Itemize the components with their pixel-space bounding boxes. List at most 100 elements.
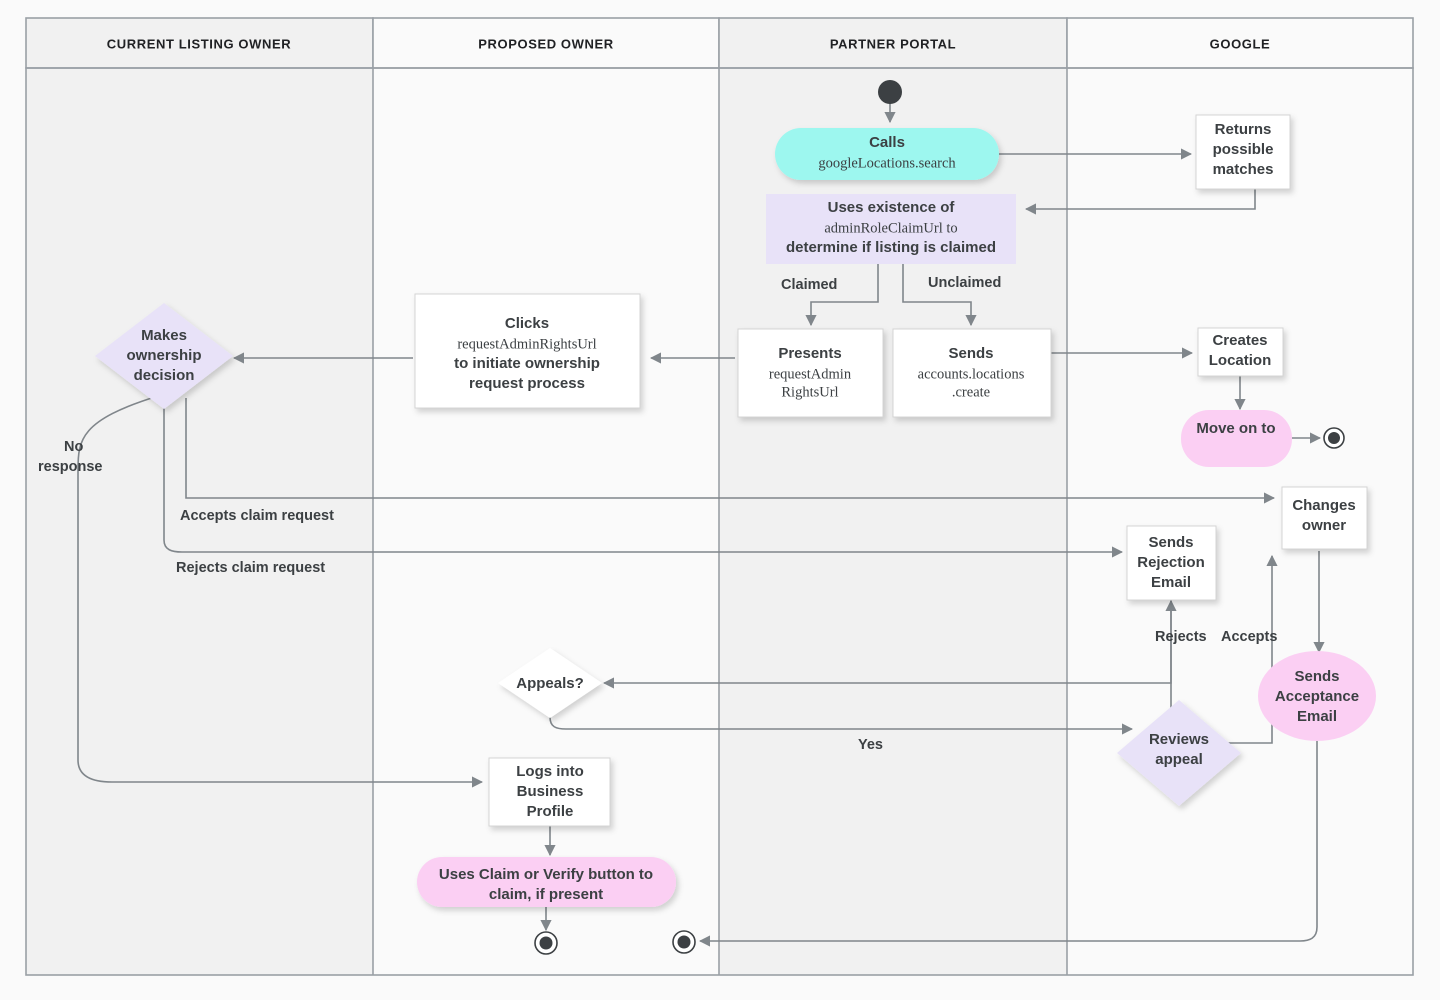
conn-acceptanceemail-to-end — [698, 737, 1318, 947]
lane-title-proposed-owner: PROPOSED OWNER — [478, 36, 614, 51]
node-logs-into-profile-line-1: Business — [517, 783, 584, 800]
node-uses-existence-line-2: determine if listing is claimed — [786, 239, 996, 256]
node-makes-decision[interactable] — [95, 303, 233, 409]
connectors — [77, 100, 1325, 947]
node-sends-create-shape — [892, 328, 1052, 418]
node-returns-matches-line-2: matches — [1213, 161, 1274, 178]
node-changes-owner-line-1: owner — [1302, 517, 1346, 534]
conn-decision-noresponse-to-logs — [77, 395, 484, 788]
node-returns-matches[interactable] — [1195, 114, 1291, 190]
node-sends-rejection-line-2: Email — [1151, 574, 1191, 591]
node-creates-location[interactable] — [1197, 327, 1284, 377]
node-reviews-appeal[interactable] — [1117, 700, 1241, 806]
edge-labels: Claimed Unclaimed No response Accepts cl… — [38, 275, 1277, 753]
end-terminator-dot-proposed — [539, 936, 553, 950]
node-calls-search[interactable] — [775, 128, 999, 180]
edge-label-rejects: Rejects — [1155, 629, 1207, 645]
edge-label-no: No — [64, 439, 83, 455]
node-calls-search-line-0: Calls — [869, 134, 905, 151]
node-end-partner-1[interactable] — [672, 930, 696, 954]
conn-decision-accepts-to-changesowner — [185, 398, 1276, 504]
node-uses-claim-verify[interactable] — [417, 857, 676, 907]
lane-backgrounds — [26, 68, 1413, 975]
node-clicks-url-line-0: Clicks — [505, 315, 549, 332]
node-returns-matches-shape — [1195, 114, 1291, 190]
node-changes-owner-line-0: Changes — [1292, 497, 1355, 514]
node-sends-rejection-line-1: Rejection — [1137, 554, 1205, 571]
node-uses-claim-verify-line-0: Uses Claim or Verify button to — [439, 866, 653, 883]
node-end-proposed-1[interactable] — [534, 931, 558, 955]
edge-label-rejects-claim: Rejects claim request — [176, 560, 325, 576]
node-sends-rejection-line-0: Sends — [1148, 534, 1193, 551]
node-reviews-appeal-line-1: appeal — [1155, 751, 1203, 768]
node-clicks-url-line-2: to initiate ownership — [454, 355, 600, 372]
node-returns-matches-line-0: Returns — [1215, 121, 1272, 138]
node-presents-url-shape — [737, 328, 884, 418]
edge-label-accepts-claim: Accepts claim request — [180, 508, 334, 524]
node-appeals-shape — [498, 648, 602, 718]
node-changes-owner-shape — [1281, 486, 1368, 550]
lane-header-partner-portal — [718, 17, 1068, 69]
node-sends-rejection[interactable] — [1126, 525, 1217, 601]
conn-reviews-accepts-to-changesowner — [1210, 554, 1278, 744]
node-calls-search-line-1: googleLocations.search — [818, 155, 956, 171]
node-presents-url-line-2: RightsUrl — [781, 384, 838, 400]
node-clicks-url[interactable] — [414, 293, 641, 409]
node-clicks-url-shape — [414, 293, 641, 409]
lane-dividers — [25, 67, 1414, 976]
node-sends-create-line-2: .create — [952, 384, 990, 400]
node-appeals[interactable] — [498, 648, 602, 718]
node-move-on-to-line-0: Move on to — [1196, 420, 1275, 437]
start-terminator-icon — [878, 80, 902, 104]
node-makes-decision-line-1: ownership — [126, 347, 201, 364]
node-creates-location-line-1: Location — [1209, 352, 1272, 369]
node-uses-claim-verify-line-1: claim, if present — [489, 886, 603, 903]
node-clicks-url-line-3: request process — [469, 375, 585, 392]
node-uses-existence-line-0: Uses existence of — [828, 199, 956, 216]
lane-header-google — [1066, 17, 1414, 69]
node-uses-existence-line-1: adminRoleClaimUrl to — [824, 220, 957, 236]
node-presents-url-line-0: Presents — [778, 345, 841, 362]
end-terminator-dot-partner — [677, 935, 691, 949]
node-logs-into-profile-line-2: Profile — [527, 803, 574, 820]
node-makes-decision-shape — [95, 303, 233, 409]
lane-headers: CURRENT LISTING OWNER PROPOSED OWNER PAR… — [25, 17, 1414, 69]
node-returns-matches-line-1: possible — [1213, 141, 1274, 158]
node-presents-url[interactable] — [737, 328, 884, 418]
conn-returns-to-uses — [1024, 187, 1256, 215]
node-sends-rejection-shape — [1126, 525, 1217, 601]
lane-title-partner-portal: PARTNER PORTAL — [830, 36, 956, 51]
lane-title-current-listing-owner: CURRENT LISTING OWNER — [107, 36, 291, 51]
node-sends-acceptance-line-1: Acceptance — [1275, 688, 1359, 705]
lane-bg-current-listing-owner — [26, 68, 373, 975]
node-logs-into-profile[interactable] — [488, 757, 611, 827]
node-end-google-1[interactable] — [1323, 427, 1345, 449]
node-makes-decision-line-2: decision — [134, 367, 195, 384]
node-move-on-to-shape — [1181, 410, 1292, 467]
node-presents-url-line-1: requestAdmin — [769, 366, 852, 382]
node-logs-into-profile-shape — [488, 757, 611, 827]
node-uses-existence-shape — [766, 194, 1016, 264]
lane-header-current-listing-owner — [25, 17, 374, 69]
node-changes-owner[interactable] — [1281, 486, 1368, 550]
node-uses-existence[interactable] — [766, 194, 1016, 264]
node-calls-search-shape — [775, 128, 999, 180]
node-sends-acceptance[interactable] — [1258, 651, 1376, 741]
node-start-terminator[interactable] — [878, 80, 902, 104]
edge-label-yes: Yes — [858, 737, 883, 753]
node-move-on-to[interactable] — [1181, 410, 1292, 467]
lane-header-proposed-owner — [372, 17, 720, 69]
node-sends-acceptance-shape — [1258, 651, 1376, 741]
node-reviews-appeal-line-0: Reviews — [1149, 731, 1209, 748]
lane-bg-proposed-owner — [373, 68, 719, 975]
conn-uses-to-presents — [805, 264, 879, 327]
node-sends-acceptance-line-2: Email — [1297, 708, 1337, 725]
lane-title-google: GOOGLE — [1210, 36, 1271, 51]
conn-uses-to-sends-create — [902, 264, 977, 327]
node-sends-create[interactable] — [892, 328, 1052, 418]
node-logs-into-profile-line-0: Logs into — [516, 763, 584, 780]
node-uses-claim-verify-shape — [417, 857, 676, 907]
node-creates-location-shape — [1197, 327, 1284, 377]
node-sends-create-line-1: accounts.locations — [918, 366, 1025, 382]
